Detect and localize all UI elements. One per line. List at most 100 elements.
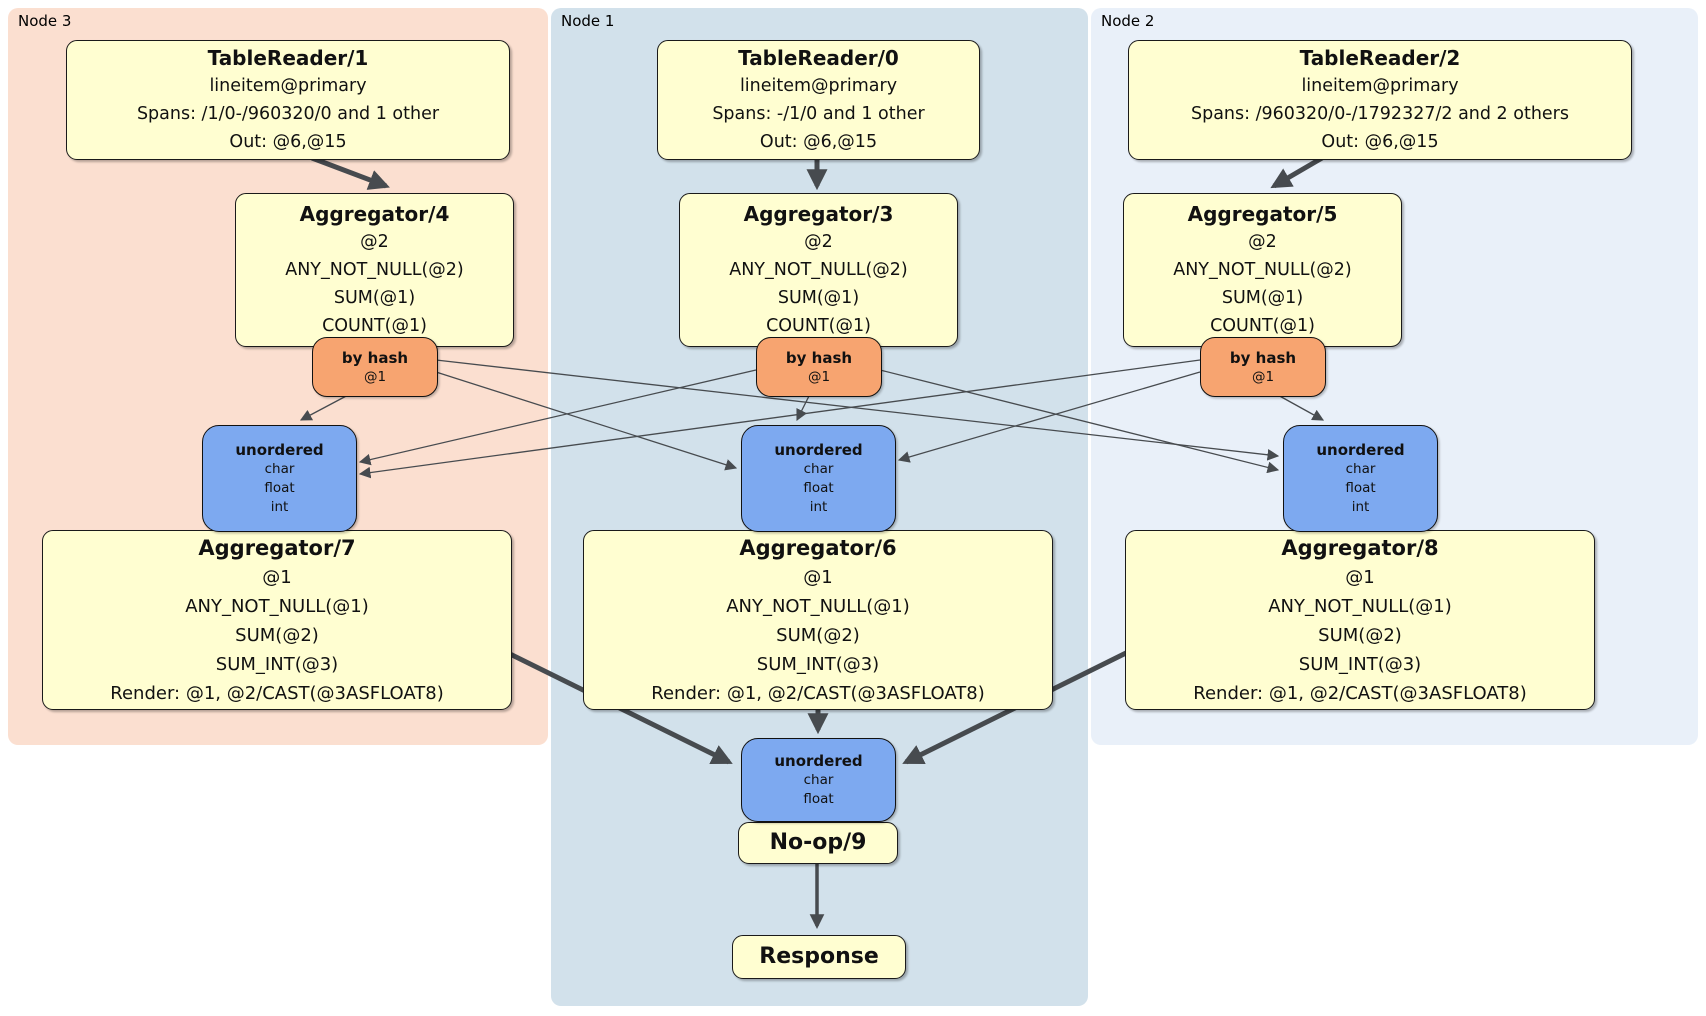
node-tablereader-0: TableReader/0 lineitem@primary Spans: -/… <box>657 40 980 160</box>
badge-title: by hash <box>1229 348 1297 367</box>
badge-detail: char <box>264 461 295 477</box>
badge-title: unordered <box>235 441 324 459</box>
edge-hash2-uno1 <box>897 371 1201 463</box>
node-detail: SUM(@1) <box>333 288 416 308</box>
node-detail: @1 <box>1345 566 1375 588</box>
node-title: Response <box>759 944 879 969</box>
badge-detail: int <box>270 499 289 515</box>
stream-unordered-node3: unordered char float int <box>202 425 357 532</box>
node-title: Aggregator/6 <box>739 535 897 560</box>
node-detail: COUNT(@1) <box>1210 316 1315 336</box>
node-aggregator-5: Aggregator/5 @2 ANY_NOT_NULL(@2) SUM(@1)… <box>1123 193 1402 347</box>
router-by-hash-node1: by hash @1 <box>756 337 882 397</box>
badge-detail: @1 <box>363 368 387 385</box>
node-detail: ANY_NOT_NULL(@2) <box>729 260 908 280</box>
node-noop-9: No-op/9 <box>738 822 898 864</box>
node-title: TableReader/2 <box>1299 46 1461 70</box>
node-aggregator-8: Aggregator/8 @1 ANY_NOT_NULL(@1) SUM(@2)… <box>1125 530 1595 710</box>
router-by-hash-node2: by hash @1 <box>1200 337 1326 397</box>
node-title: Aggregator/4 <box>299 202 450 226</box>
edge-hash2-uno2 <box>1275 393 1325 421</box>
stream-unordered-node2: unordered char float int <box>1283 425 1438 532</box>
node-detail: lineitem@primary <box>209 76 367 96</box>
node-title: TableReader/1 <box>207 46 369 70</box>
node-detail: lineitem@primary <box>1301 76 1459 96</box>
router-by-hash-node3: by hash @1 <box>312 337 438 397</box>
stream-unordered-final: unordered char float <box>741 738 896 822</box>
badge-detail: int <box>809 499 828 515</box>
edge-hash1-uno3 <box>358 369 757 466</box>
node-title: Aggregator/8 <box>1281 535 1439 560</box>
edge-tr2-agg5 <box>1270 155 1324 189</box>
node-title: No-op/9 <box>769 830 867 855</box>
node-aggregator-6: Aggregator/6 @1 ANY_NOT_NULL(@1) SUM(@2)… <box>583 530 1053 710</box>
badge-detail: float <box>264 480 295 496</box>
edge-tr1-agg4 <box>311 155 390 190</box>
badge-detail: float <box>803 791 834 807</box>
node-detail: Render: @1, @2/CAST(@3ASFLOAT8) <box>110 682 444 704</box>
edge-hash1-uno1 <box>796 393 811 422</box>
edge-hash2-uno3 <box>358 359 1201 479</box>
node-detail: Spans: /960320/0-/1792327/2 and 2 others <box>1190 104 1569 124</box>
node-detail: SUM_INT(@3) <box>756 653 880 675</box>
node-title: Aggregator/7 <box>198 535 356 560</box>
cluster-label-node2: Node 2 <box>1101 12 1155 30</box>
badge-detail: @1 <box>1251 368 1275 385</box>
node-detail: @2 <box>1248 232 1277 252</box>
badge-detail: char <box>803 772 834 788</box>
badge-detail: char <box>1345 461 1376 477</box>
node-aggregator-3: Aggregator/3 @2 ANY_NOT_NULL(@2) SUM(@1)… <box>679 193 958 347</box>
node-title: Aggregator/3 <box>743 202 894 226</box>
node-detail: lineitem@primary <box>739 76 898 96</box>
node-detail: SUM_INT(@3) <box>1298 653 1422 675</box>
edge-hash3-uno2 <box>435 359 1280 461</box>
node-detail: Out: @6,@15 <box>759 132 878 152</box>
badge-title: by hash <box>341 348 409 367</box>
badge-title: unordered <box>1316 441 1405 459</box>
node-aggregator-7: Aggregator/7 @1 ANY_NOT_NULL(@1) SUM(@2)… <box>42 530 512 710</box>
node-detail: @1 <box>262 566 292 588</box>
node-title: TableReader/0 <box>738 46 899 70</box>
node-detail: ANY_NOT_NULL(@2) <box>1173 260 1352 280</box>
node-detail: SUM(@1) <box>777 288 860 308</box>
node-detail: SUM(@2) <box>1318 624 1402 646</box>
node-aggregator-4: Aggregator/4 @2 ANY_NOT_NULL(@2) SUM(@1)… <box>235 193 514 347</box>
badge-detail: float <box>803 480 834 496</box>
node-detail: COUNT(@1) <box>766 316 871 336</box>
node-detail: Render: @1, @2/CAST(@3ASFLOAT8) <box>1193 682 1527 704</box>
badge-detail: int <box>1351 499 1370 515</box>
badge-title: unordered <box>774 441 863 459</box>
node-tablereader-1: TableReader/1 lineitem@primary Spans: /1… <box>66 40 510 160</box>
edge-hash1-uno2 <box>879 369 1280 474</box>
node-detail: Render: @1, @2/CAST(@3ASFLOAT8) <box>651 682 985 704</box>
badge-detail: char <box>803 461 834 477</box>
node-detail: Out: @6,@15 <box>229 132 347 152</box>
node-detail: @2 <box>360 232 389 252</box>
stream-unordered-node1: unordered char float int <box>741 425 896 532</box>
cluster-label-node3: Node 3 <box>18 12 72 30</box>
badge-title: by hash <box>785 348 853 367</box>
edge-hash3-uno3 <box>299 393 351 421</box>
node-response: Response <box>732 935 906 979</box>
badge-detail: @1 <box>807 368 831 385</box>
node-detail: ANY_NOT_NULL(@1) <box>185 595 369 617</box>
cluster-label-node1: Node 1 <box>561 12 615 30</box>
node-detail: ANY_NOT_NULL(@2) <box>285 260 464 280</box>
node-detail: Spans: -/1/0 and 1 other <box>712 104 925 124</box>
node-detail: Spans: /1/0-/960320/0 and 1 other <box>136 104 440 124</box>
node-detail: SUM(@2) <box>776 624 860 646</box>
node-detail: @2 <box>804 232 833 252</box>
node-detail: ANY_NOT_NULL(@1) <box>726 595 910 617</box>
node-detail: SUM(@1) <box>1221 288 1304 308</box>
node-detail: @1 <box>803 566 833 588</box>
badge-title: unordered <box>774 752 863 770</box>
badge-detail: float <box>1345 480 1376 496</box>
node-detail: Out: @6,@15 <box>1321 132 1439 152</box>
node-detail: ANY_NOT_NULL(@1) <box>1268 595 1452 617</box>
node-detail: SUM(@2) <box>235 624 319 646</box>
node-detail: SUM_INT(@3) <box>215 653 339 675</box>
node-title: Aggregator/5 <box>1187 202 1338 226</box>
edge-hash3-uno1 <box>435 371 738 471</box>
node-tablereader-2: TableReader/2 lineitem@primary Spans: /9… <box>1128 40 1632 160</box>
